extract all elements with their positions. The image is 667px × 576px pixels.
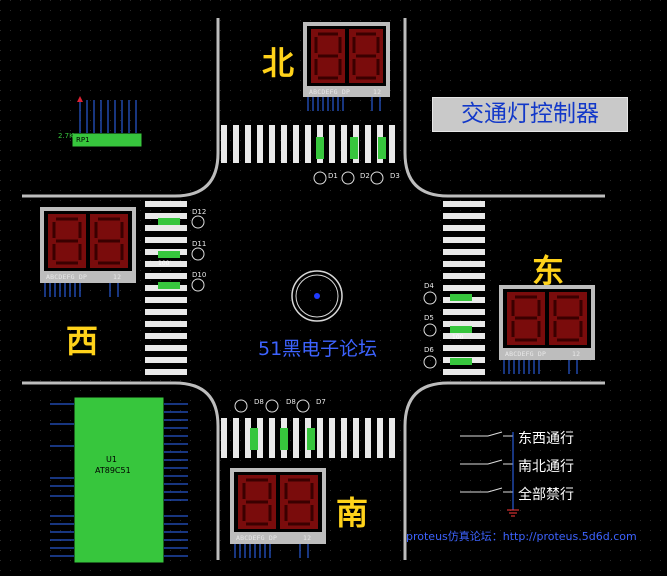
display-south — [230, 468, 326, 544]
switch-label-north-south[interactable]: 南北通行 — [518, 459, 574, 475]
led-label-d6: D6 — [424, 346, 434, 354]
mcu-chip — [50, 396, 188, 564]
center-marker — [291, 270, 343, 322]
display-north — [303, 22, 390, 97]
display-west-label: ABCDEFG DP — [46, 273, 88, 281]
forum-label: 51黑电子论坛 — [258, 338, 378, 360]
display-east-pins: 12 — [572, 350, 581, 358]
display-north-pins: 12 — [373, 88, 382, 96]
led-label-d11: D11 — [192, 240, 207, 248]
display-west-pins: 12 — [113, 273, 122, 281]
display-east-label: ABCDEFG DP — [505, 350, 547, 358]
switch-label-all-stop[interactable]: 全部禁行 — [518, 487, 574, 503]
label-south: 南 — [336, 494, 369, 532]
title-box: 交通灯控制器 — [432, 97, 628, 132]
leds-east — [423, 291, 472, 369]
label-west: 西 — [66, 322, 99, 360]
resistor-value-west: 100 — [158, 260, 170, 267]
led-label-d8b: D8 — [286, 398, 296, 406]
resistor-value-east: 100 — [452, 334, 464, 341]
display-south-label: ABCDEFG DP — [236, 534, 278, 542]
leds-south — [234, 399, 315, 450]
label-north: 北 — [262, 44, 295, 82]
rp-value: 2.7K — [58, 132, 74, 140]
led-label-d4: D4 — [424, 282, 434, 290]
display-east — [499, 285, 595, 360]
led-label-d12: D12 — [192, 208, 207, 216]
crosswalk-north — [221, 125, 395, 163]
mcu-ref: U1 — [106, 455, 117, 464]
crosswalk-east — [443, 201, 485, 375]
rp-ref: RP1 — [76, 136, 90, 144]
led-label-d3: D3 — [390, 172, 400, 180]
mcu-part: AT89C51 — [95, 466, 131, 475]
switch-label-east-west[interactable]: 东西通行 — [518, 431, 574, 447]
led-label-d8a: D8 — [254, 398, 264, 406]
display-pins — [44, 97, 578, 558]
led-label-d7: D7 — [316, 398, 326, 406]
display-north-label: ABCDEFG DP — [309, 88, 351, 96]
led-label-d10: D10 — [192, 271, 207, 279]
display-south-pins: 12 — [303, 534, 312, 542]
label-east: 东 — [532, 252, 565, 290]
leds-west — [158, 215, 205, 292]
leds-north — [313, 137, 386, 185]
led-label-d5: D5 — [424, 314, 434, 322]
display-west — [40, 207, 136, 283]
led-label-d2: D2 — [360, 172, 370, 180]
footer-link[interactable]: proteus仿真论坛：http://proteus.5d6d.com — [406, 530, 637, 543]
resistor-network — [71, 96, 143, 148]
led-label-d1: D1 — [328, 172, 338, 180]
road-edges — [22, 18, 605, 560]
switch-group — [460, 431, 519, 517]
